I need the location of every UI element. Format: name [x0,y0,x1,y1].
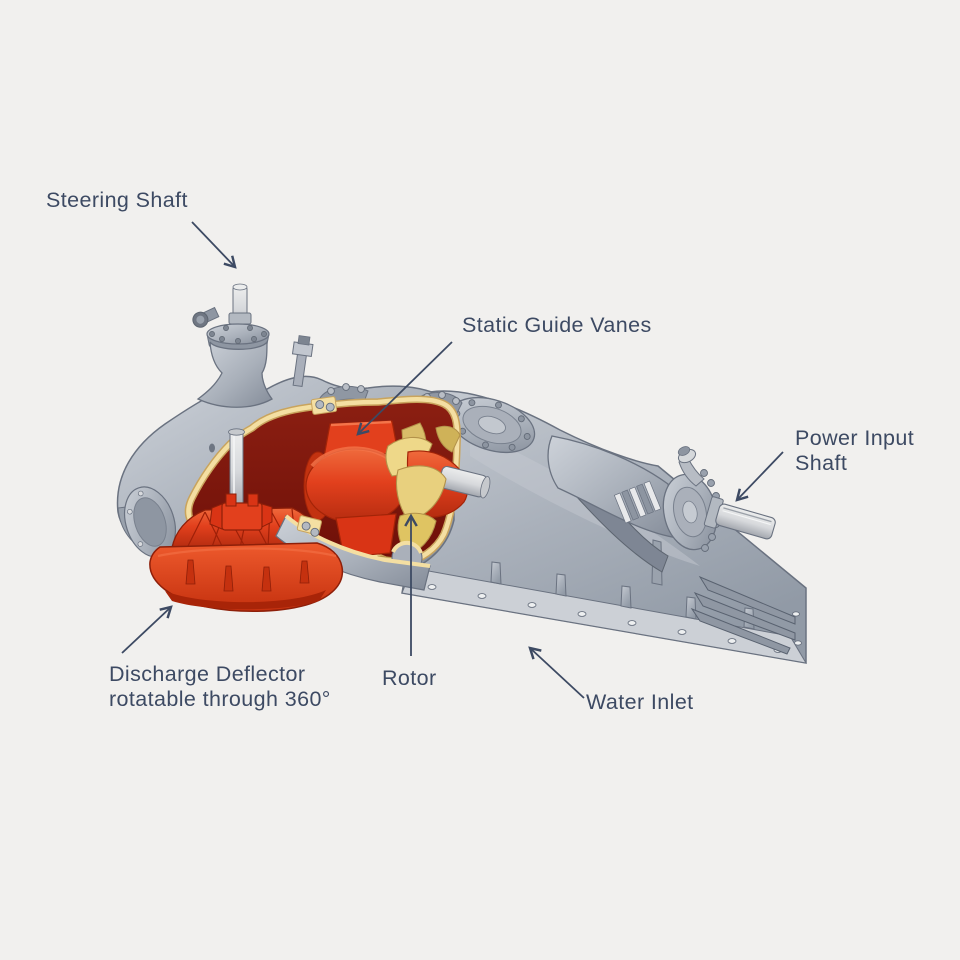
label-water-inlet: Water Inlet [586,690,694,714]
grease-fitting [291,335,314,388]
seam-bolts-right [423,391,460,405]
inlet-grate-fins [690,575,796,655]
label-power-input-shaft: Power Input Shaft [795,426,915,475]
inspection-flange-bolts [453,399,531,451]
steering-knob [192,306,220,328]
deflector-hub [209,493,273,531]
steering-shaft-part [228,283,252,332]
head-neck [196,339,273,408]
seam-bolts-left [327,383,365,395]
power-input-shaft-part [703,496,776,540]
power-input-shaft-arrow [735,451,784,502]
rim-bolt-lug [310,396,338,415]
discharge-deflector-arrow [121,605,173,654]
bearing-stack [613,480,662,524]
arm-cream-edge [284,514,431,568]
tail-fitting [677,446,705,487]
arm-bolt-lug [296,515,322,537]
head-cap-bolts [209,325,267,344]
annotation-arrows [121,221,784,699]
label-rotor: Rotor [382,666,437,690]
bowl-bottom-band [165,590,326,610]
steering-shaft-arrow [191,221,237,269]
bowl-ribs [185,559,310,592]
coupling-flange [662,473,718,551]
cutaway-section [171,395,491,582]
rotor-part [385,422,491,555]
steering-head [192,283,314,408]
rotor-shaft-stub [438,465,491,499]
tail-cone-assembly [547,435,776,573]
label-static-guide-vanes: Static Guide Vanes [462,313,652,337]
deflector-steering-rod [228,428,245,511]
static-guide-vanes-arrow [356,341,453,436]
discharge-deflector-part [149,542,344,613]
tail-cone-body [547,435,679,539]
water-inlet-arrow [528,646,585,699]
label-steering-shaft: Steering Shaft [46,188,188,212]
dome-hole [209,443,215,453]
bowl-rim-highlight [157,547,337,558]
static-guide-vanes-part [303,420,407,558]
inlet-flange-bolt-holes [427,584,802,653]
label-discharge-deflector: Discharge Deflector rotatable through 36… [109,662,331,711]
